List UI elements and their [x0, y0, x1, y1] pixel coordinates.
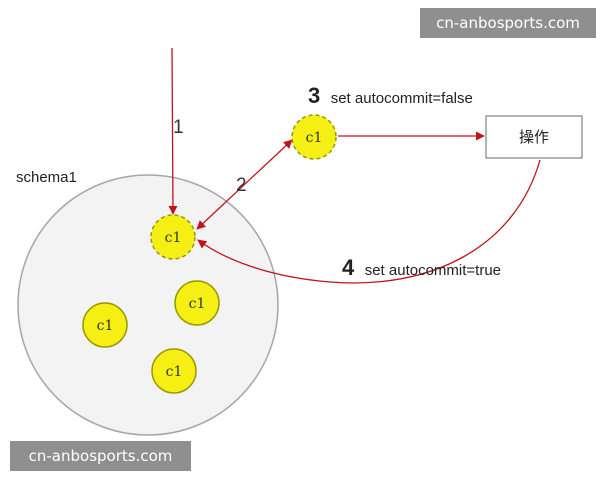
operation-label: 操作 — [519, 128, 549, 146]
pool-connection-label: c1 — [166, 364, 183, 380]
pool-connection-node — [174, 280, 220, 326]
pool-connection-label: c1 — [97, 318, 114, 334]
arrow-step-1 — [168, 47, 178, 215]
step-3-label: 3 set autocommit=false — [308, 83, 473, 108]
pool-connection-node — [82, 302, 128, 348]
watermark-top: cn-anbosports.com — [420, 8, 596, 38]
step-4-number: 4 — [342, 255, 355, 280]
arrow-step-2 — [196, 139, 293, 230]
pool-connection-node — [150, 214, 196, 260]
active-connection-label: c1 — [306, 130, 323, 146]
step-4-text: set autocommit=true — [365, 262, 501, 279]
pool-connection-node — [151, 348, 197, 394]
step-4-label: 4 set autocommit=true — [342, 255, 501, 280]
step-3-number: 3 — [308, 83, 320, 108]
schema-label: schema1 — [16, 169, 77, 186]
step-3-text: set autocommit=false — [331, 90, 473, 107]
active-connection-node — [291, 114, 337, 160]
pool-connection-label: c1 — [165, 230, 182, 246]
arrow-step-4-return — [197, 159, 541, 284]
step-2-number: 2 — [236, 175, 247, 196]
operation-box — [485, 115, 583, 159]
watermark-bottom: cn-anbosports.com — [10, 441, 191, 471]
step-1-number: 1 — [173, 117, 184, 138]
schema-circle — [17, 174, 279, 436]
pool-connection-label: c1 — [189, 296, 206, 312]
